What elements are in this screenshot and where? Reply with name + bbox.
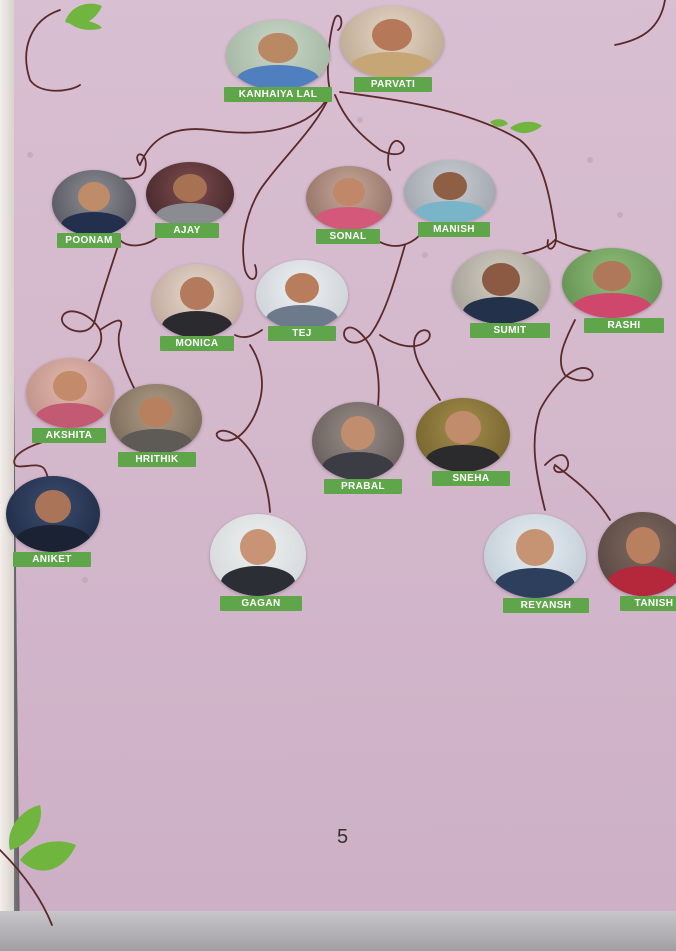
member-name-label: PARVATI [354, 77, 432, 92]
vine-to-reyansh [533, 319, 594, 511]
vine-to-sonal-manish [334, 94, 405, 171]
member-photo [152, 264, 242, 338]
member-photo [226, 20, 330, 90]
vine-to-akshita [61, 239, 121, 366]
member-name-label: TANISH [620, 596, 676, 611]
member-name-label: GAGAN [220, 596, 302, 611]
vine-to-tanish [544, 454, 611, 521]
member-name-label: HRITHIK [118, 452, 196, 467]
member-photo [484, 514, 586, 598]
vine-to-tej [242, 94, 331, 280]
member-photo [110, 384, 202, 454]
vine-to-sumit-rashi [339, 91, 557, 250]
decorative-stem [0, 849, 53, 926]
member-photo [404, 160, 496, 224]
member-photo [6, 476, 100, 552]
member-name-label: TEJ [268, 326, 336, 341]
member-name-label: ANIKET [13, 552, 91, 567]
member-name-label: PRABAL [324, 479, 402, 494]
member-photo [340, 6, 444, 78]
member-photo [26, 358, 114, 428]
page-bottom-edge [0, 911, 676, 951]
member-photo [562, 248, 662, 318]
member-photo [146, 162, 234, 226]
page-number: 5 [337, 826, 349, 848]
leaf [490, 119, 508, 127]
vine-to-gagan [215, 344, 271, 513]
vine-to-hrithik [99, 319, 136, 391]
vine-to-sneha [379, 329, 441, 401]
leaf [510, 121, 542, 134]
member-name-label: SNEHA [432, 471, 510, 486]
vine-to-ajay [139, 91, 331, 166]
leaf [66, 19, 102, 30]
vine-monica-tej [234, 329, 263, 338]
member-name-label: SONAL [316, 229, 380, 244]
vine-poonam-ajay [119, 234, 161, 247]
member-photo [52, 170, 136, 236]
vine-root [327, 14, 343, 91]
member-name-label: AJAY [155, 223, 219, 238]
vine-to-prabal [343, 244, 406, 406]
decorative-vine [614, 0, 666, 46]
member-name-label: SUMIT [470, 323, 550, 338]
decorative-vine [25, 9, 81, 92]
leaf [20, 841, 76, 871]
member-name-label: MANISH [418, 222, 490, 237]
leaf [9, 805, 41, 850]
member-photo [306, 166, 392, 230]
member-name-label: AKSHITA [32, 428, 106, 443]
book-binding [0, 0, 14, 951]
leaf [65, 3, 102, 25]
member-photo [312, 402, 404, 480]
member-name-label: REYANSH [503, 598, 589, 613]
member-photo [416, 398, 510, 472]
member-name-label: MONICA [160, 336, 234, 351]
member-photo [210, 514, 306, 596]
member-name-label: RASHI [584, 318, 664, 333]
member-photo [598, 512, 676, 596]
member-name-label: POONAM [57, 233, 121, 248]
vine-sonal-manish [379, 234, 421, 247]
member-photo [256, 260, 348, 330]
member-photo [452, 250, 550, 324]
member-name-label: KANHAIYA LAL [224, 87, 332, 102]
